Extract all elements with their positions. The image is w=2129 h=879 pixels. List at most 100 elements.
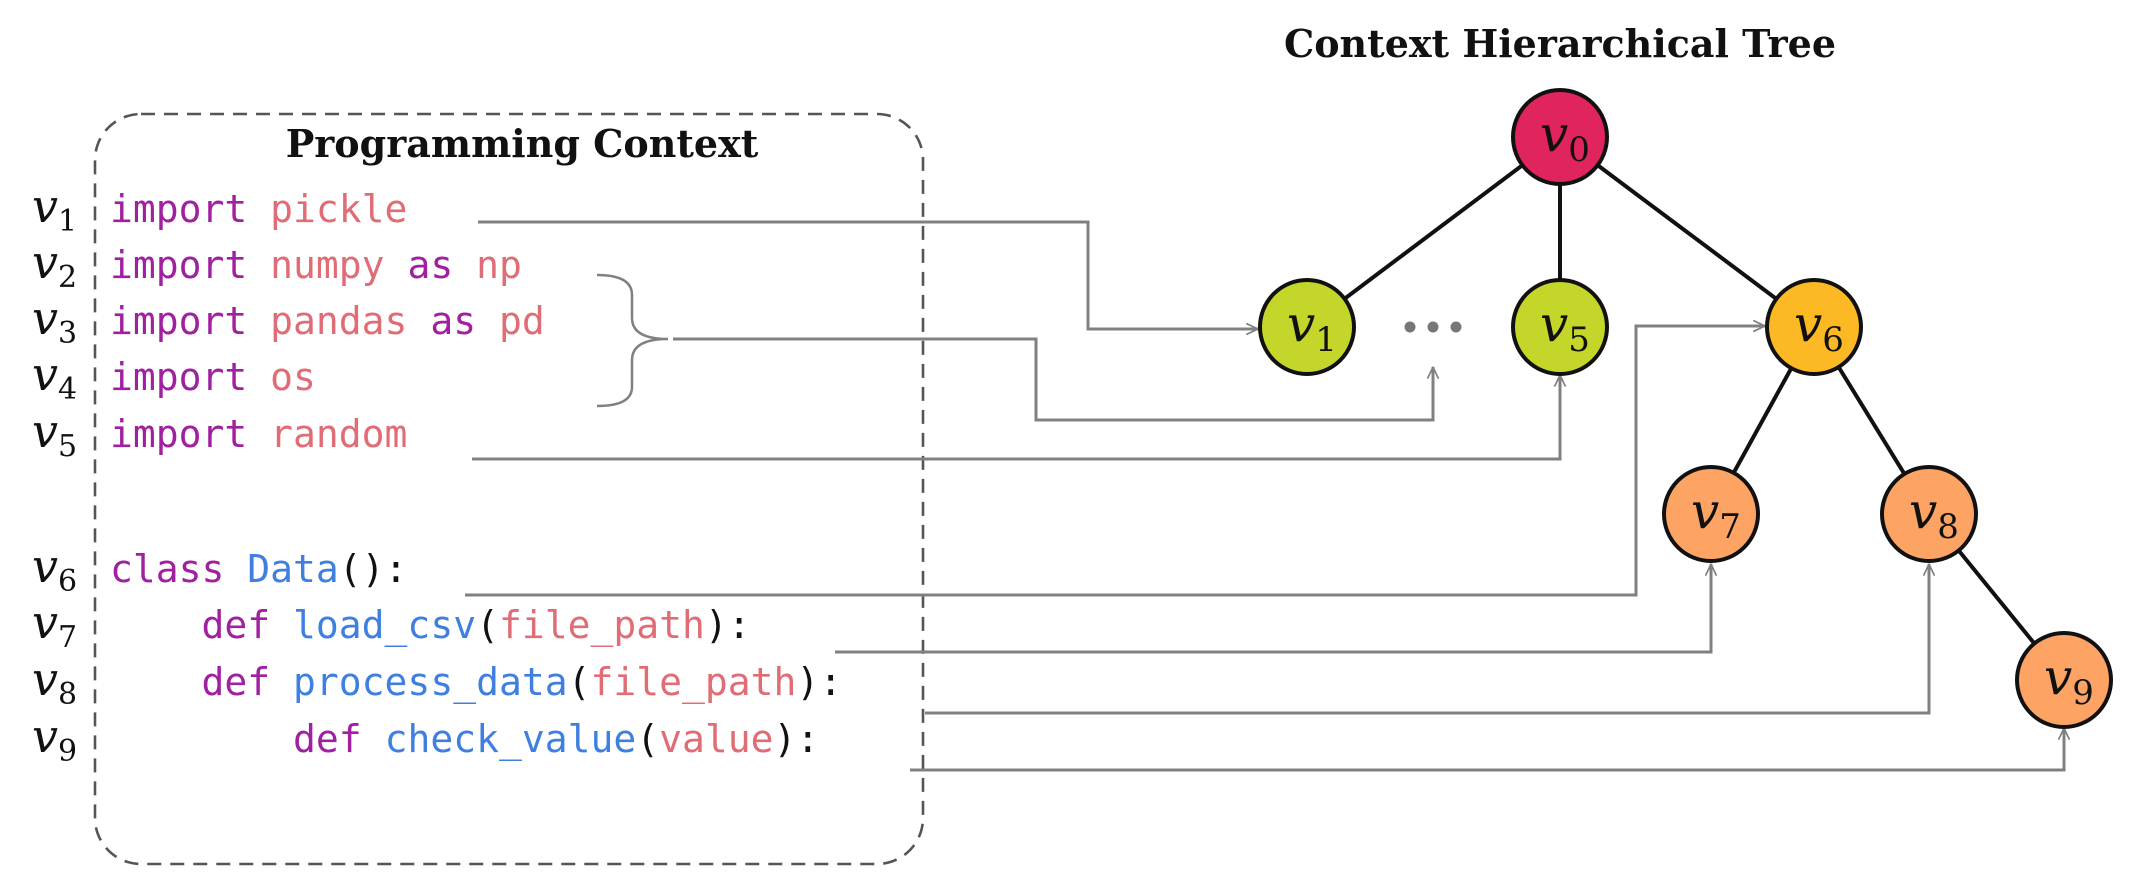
code-token — [247, 243, 270, 287]
line-label-subscript: 8 — [58, 677, 77, 712]
code-token: import — [110, 187, 247, 231]
code-token — [110, 660, 202, 704]
code-text: def load_csv(file_path): — [110, 603, 751, 648]
tree-node-v5: v5 — [1511, 278, 1609, 376]
brace-grouping-v2-v4 — [596, 273, 669, 408]
code-token — [247, 412, 270, 456]
code-token: ): — [705, 603, 751, 647]
line-label: v3 — [32, 291, 77, 351]
code-token — [247, 355, 270, 399]
code-token: def — [202, 660, 271, 704]
tree-node-label: v5 — [1540, 295, 1590, 360]
code-token: import — [110, 355, 247, 399]
tree-node-v0: v0 — [1511, 88, 1609, 186]
code-token: ( — [476, 603, 499, 647]
tree-node-circle — [1511, 278, 1609, 376]
code-line-6: v6 class Data(): — [32, 539, 407, 599]
line-label-subscript: 1 — [58, 204, 77, 239]
tree-title: Context Hierarchical Tree — [1284, 21, 1836, 66]
code-text: import random — [110, 412, 407, 456]
tree-node-v9: v9 — [2015, 631, 2113, 729]
programming-context-box — [93, 112, 925, 866]
tree-node-symbol: v — [2044, 648, 2072, 706]
code-token — [407, 299, 430, 343]
code-text: import numpy as np — [110, 243, 522, 287]
code-token: import — [110, 299, 247, 343]
line-label: v8 — [32, 652, 77, 712]
code-token: file_path — [590, 660, 796, 705]
tree-node-label: v8 — [1909, 482, 1959, 547]
code-token — [476, 299, 499, 343]
connector-v5 — [472, 375, 1560, 461]
code-token — [453, 243, 476, 287]
code-token: Data — [247, 547, 339, 591]
code-token: ): — [796, 660, 842, 704]
code-line-4: v4 import os — [32, 347, 316, 407]
tree-node-symbol: v — [1691, 482, 1719, 540]
code-text: import pickle — [110, 187, 407, 231]
tree-node-circle — [1258, 278, 1356, 376]
code-token: import — [110, 243, 247, 287]
line-label-symbol: v — [32, 347, 58, 401]
code-token: check_value — [385, 717, 637, 762]
code-text: def process_data(file_path): — [110, 660, 842, 705]
code-line-5: v5 import random — [32, 404, 407, 464]
code-token — [110, 717, 293, 761]
line-label-subscript: 3 — [58, 316, 77, 351]
line-label-symbol: v — [32, 539, 58, 593]
programming-context-title: Programming Context — [286, 121, 759, 166]
tree-node-circle — [2015, 631, 2113, 729]
line-label-symbol: v — [32, 709, 58, 763]
line-label-subscript: 7 — [58, 620, 77, 655]
tree-node-symbol: v — [1287, 295, 1315, 353]
tree-edge-v0-v1 — [1305, 135, 1562, 329]
code-token — [247, 299, 270, 343]
connector-v7 — [835, 564, 1711, 654]
tree-node-symbol: v — [1540, 295, 1568, 353]
tree-node-symbol: v — [1794, 295, 1822, 353]
code-line-8: v8 def process_data(file_path): — [32, 652, 842, 712]
code-token — [270, 603, 293, 647]
tree-node-label: v1 — [1287, 295, 1337, 360]
code-token: process_data — [293, 660, 568, 705]
code-token: import — [110, 412, 247, 456]
code-token — [110, 603, 202, 647]
code-token: ( — [636, 717, 659, 761]
ellipsis-dot — [1450, 321, 1462, 333]
code-token — [385, 243, 408, 287]
tree-node-symbol: v — [1909, 482, 1937, 540]
line-label: v4 — [32, 347, 77, 407]
code-token: (): — [339, 547, 408, 591]
code-token: np — [476, 243, 522, 287]
tree-node-subscript: 5 — [1568, 320, 1590, 360]
tree-node-label: v7 — [1691, 482, 1741, 547]
code-line-7: v7 def load_csv(file_path): — [32, 595, 751, 655]
code-token — [224, 547, 247, 591]
tree-edge-v0-v6 — [1558, 135, 1816, 329]
ellipsis-dot — [1427, 321, 1439, 333]
code-token: os — [270, 355, 316, 399]
code-token: def — [293, 717, 362, 761]
code-text: class Data(): — [110, 547, 407, 591]
line-label: v5 — [32, 404, 77, 464]
code-token: ): — [774, 717, 820, 761]
line-label-symbol: v — [32, 404, 58, 458]
connector-v1 — [478, 220, 1258, 329]
tree-node-v6: v6 — [1765, 278, 1863, 376]
code-token: random — [270, 412, 407, 456]
code-token: load_csv — [293, 603, 476, 648]
code-line-9: v9 def check_value(value): — [32, 709, 819, 769]
tree-node-circle — [1765, 278, 1863, 376]
line-label: v6 — [32, 539, 77, 599]
code-token: as — [407, 243, 453, 287]
code-text: def check_value(value): — [110, 717, 819, 762]
line-label-subscript: 6 — [58, 564, 77, 599]
connector-v8 — [925, 564, 1929, 715]
tree-edges — [1305, 135, 2066, 682]
line-label-subscript: 2 — [58, 260, 77, 295]
